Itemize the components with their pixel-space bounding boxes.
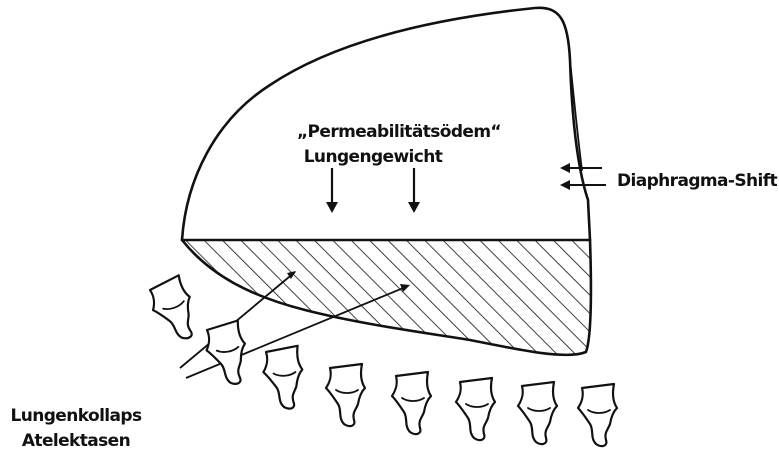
- lung-lateral-contour: [570, 60, 582, 170]
- vertebra-4: [326, 364, 365, 426]
- label-diaphragm-shift: Diaphragma-Shift: [617, 171, 778, 191]
- vertebra-1: [145, 274, 203, 346]
- label-lung-collapse: Lungenkollaps: [11, 406, 142, 426]
- vertebra-5: [392, 372, 431, 434]
- label-lung-weight: Lungengewicht: [304, 147, 443, 167]
- label-atelectasis: Atelektasen: [22, 431, 130, 451]
- label-permeability-edema: „Permeabilitätsödem“: [297, 122, 501, 142]
- vertebra-7: [518, 382, 557, 444]
- vertebra-8: [578, 384, 617, 446]
- vertebra-3: [262, 346, 305, 411]
- lung-weight-arrow-right: [408, 168, 420, 213]
- vertebra-6: [456, 378, 495, 440]
- lung-weight-arrow-left: [326, 168, 338, 213]
